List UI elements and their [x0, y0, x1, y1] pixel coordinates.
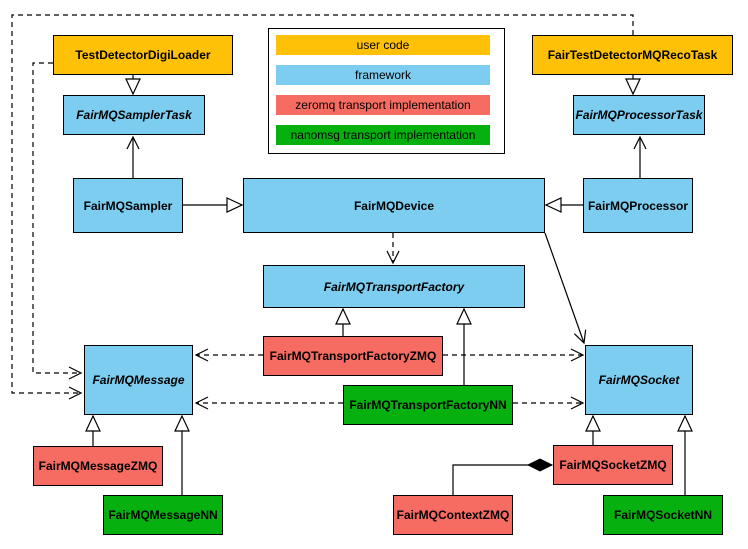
- edge-contextZMQ-socketZMQ: [452, 465, 552, 495]
- node-fairtestdetectormqrecotask: FairTestDetectorMQRecoTask: [532, 35, 733, 75]
- node-fairmqsocket: FairMQSocket: [585, 345, 693, 415]
- node-fairmqtransportfactoryzmq: FairMQTransportFactoryZMQ: [263, 336, 443, 376]
- node-fairmqdevice: FairMQDevice: [243, 178, 545, 233]
- legend-item-zeromq: zeromq transport implementation: [276, 95, 490, 115]
- edge-digiLoader-message: [32, 62, 83, 380]
- legend-item-nanomsg: nanomsg transport implementation: [276, 125, 490, 145]
- legend-item-user-code: user code: [276, 35, 490, 55]
- node-fairmqsampler: FairMQSampler: [73, 178, 183, 233]
- node-fairmqprocessortask: FairMQProcessorTask: [573, 95, 705, 135]
- node-fairmqprocessor: FairMQProcessor: [583, 178, 693, 233]
- node-fairmqsocketzmq: FairMQSocketZMQ: [553, 445, 673, 485]
- node-fairmqmessagezmq: FairMQMessageZMQ: [33, 446, 163, 486]
- node-fairmqmessagenn: FairMQMessageNN: [103, 495, 223, 535]
- edge-device-socket: [544, 232, 587, 345]
- node-fairmqcontextzmq: FairMQContextZMQ: [393, 495, 513, 535]
- node-fairmqmessage: FairMQMessage: [84, 345, 193, 415]
- node-fairmqsocketnn: FairMQSocketNN: [603, 495, 723, 535]
- node-testdetectordigiloader: TestDetectorDigiLoader: [53, 35, 233, 75]
- edge-recoTask-message: [11, 14, 634, 400]
- node-fairmqtransportfactory: FairMQTransportFactory: [263, 265, 525, 308]
- node-fairmqsamplertask: FairMQSamplerTask: [63, 95, 205, 135]
- legend-item-framework: framework: [276, 65, 490, 85]
- node-fairmqtransportfactorynn: FairMQTransportFactoryNN: [343, 385, 513, 425]
